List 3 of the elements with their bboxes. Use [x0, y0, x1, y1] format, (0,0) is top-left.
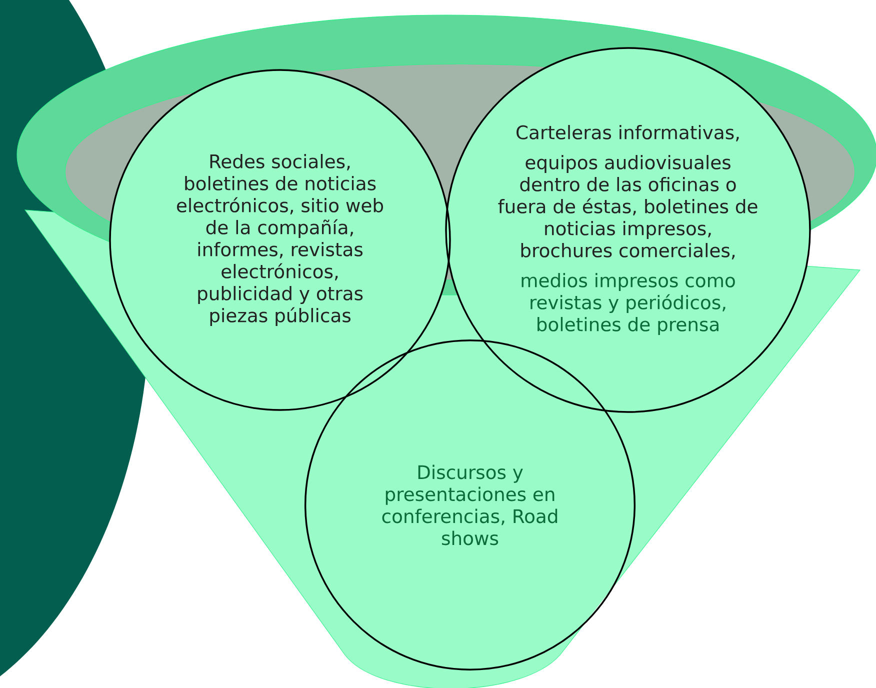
- circle-node: Redes sociales, boletines de noticias electrónicos, sitio web de la compañía, informes, revistas electrónicos, publicidad y otras piezas públicas: [109, 69, 451, 411]
- circle-node: Carteleras informativas, equipos audiovisuales dentro de las oficinas o fuera de éstas, boletines de noticias impresos, brochures comerciales, medios impresos como revistas y periódicos, boletines de prensa: [445, 47, 811, 413]
- circle-node: Discursos y presentaciones en conferencias, Road shows: [304, 339, 636, 671]
